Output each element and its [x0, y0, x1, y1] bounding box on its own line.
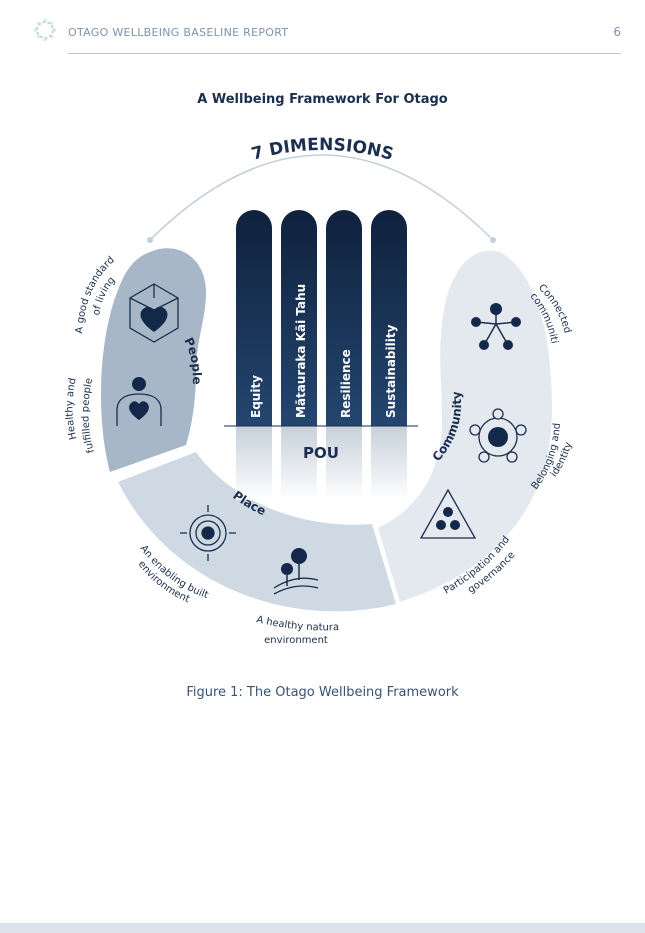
pillar-resilience: [326, 210, 362, 426]
page-number: 6: [613, 25, 621, 39]
pillar-equity: [236, 210, 272, 426]
footer-bar: [0, 923, 645, 933]
top-arc-connector: [149, 154, 494, 241]
dimension-label-healthy-people: Healthy and: [64, 377, 79, 441]
otago-logo-icon: [33, 18, 57, 42]
arc-end-dot: [490, 237, 496, 243]
pillar-reflections: [236, 426, 407, 500]
pillar-label: Mātauraka Kāi Tahu: [294, 284, 308, 418]
pillar-sustainability: [371, 210, 407, 426]
circle-network-icon: [469, 408, 527, 463]
person-heart-icon: [116, 377, 162, 426]
house-heart-icon: [129, 283, 179, 343]
dimension-label-natural-environment: environment: [264, 635, 328, 646]
dimension-label-healthy-people: fulfilled people: [80, 377, 96, 454]
pou-label: POU: [303, 444, 339, 462]
page-header: OTAGO WELLBEING BASELINE REPORT 6: [0, 0, 645, 60]
target-icon: [180, 505, 236, 561]
pillar-label: Equity: [249, 375, 263, 418]
triangle-people-icon: [419, 488, 477, 539]
pillar-label: Resilience: [339, 349, 353, 418]
people-band: [100, 248, 206, 472]
header-divider: [68, 53, 621, 54]
wellbeing-framework-diagram: 7 DIMENSIONS Equity Mātauraka Kāi Tahu R…: [0, 120, 575, 646]
place-band: [118, 452, 396, 612]
pou-pillars: [236, 210, 407, 426]
network-icon: [471, 303, 521, 350]
trees-icon: [273, 548, 319, 595]
community-band: [378, 250, 552, 602]
dimensions-heading: 7 DIMENSIONS: [249, 135, 395, 165]
figure-title: A Wellbeing Framework For Otago: [197, 92, 448, 107]
pillar-label: Sustainability: [384, 324, 398, 418]
report-title: OTAGO WELLBEING BASELINE REPORT: [68, 26, 289, 39]
arc-end-dot: [147, 237, 153, 243]
pillar-matauraka: [281, 210, 317, 426]
figure-caption: Figure 1: The Otago Wellbeing Framework: [186, 685, 459, 700]
